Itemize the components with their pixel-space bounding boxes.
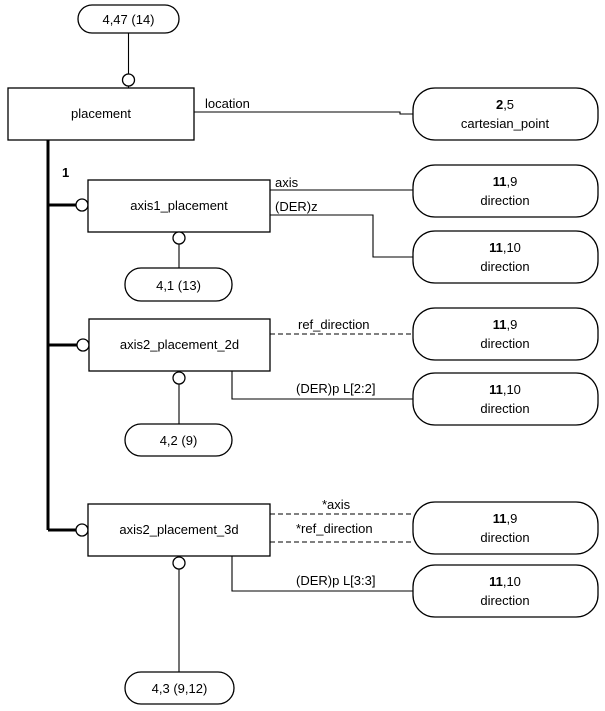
axis2-3d-der-p-target-num-rest: ,10 bbox=[503, 574, 521, 589]
axis2-2d-ref-direction-target-type: direction bbox=[480, 336, 529, 351]
placement-entity-name: placement bbox=[71, 106, 131, 121]
axis2-3d-subtype-circle bbox=[75, 523, 89, 537]
axis2-2d-ref-circle bbox=[172, 371, 186, 385]
axis1-placement-entity-name: axis1_placement bbox=[130, 198, 228, 213]
axis2-3d-direction-target-num-bold: 11 bbox=[493, 511, 507, 526]
axis2-3d-der-p-target-number: 11,10 bbox=[489, 574, 521, 589]
axis2-2d-subtype-circle bbox=[76, 338, 90, 352]
top-page-ref: 4,47 (14) bbox=[77, 4, 180, 34]
axis2-3d-der-p-target-box bbox=[412, 564, 599, 618]
axis2-3d-der-p-line bbox=[231, 556, 413, 592]
axis2-3d-axis-label: *axis bbox=[322, 497, 351, 512]
axis1-subtype-circle bbox=[75, 198, 89, 212]
cartesian-point-ref-number: 2,5 bbox=[496, 97, 514, 112]
location-label: location bbox=[205, 96, 250, 111]
axis2-3d-der-p-target-num-bold: 11 bbox=[489, 574, 503, 589]
axis1-placement-entity-box bbox=[87, 179, 271, 233]
axis2-2d-der-p-line bbox=[231, 371, 413, 400]
axis2-2d-page-ref-label: 4,2 (9) bbox=[160, 433, 198, 448]
axis1-axis-label: axis bbox=[275, 175, 299, 190]
axis1-page-ref-box bbox=[124, 267, 233, 302]
axis1-der-z-label: (DER)z bbox=[275, 199, 318, 214]
axis2-3d-page-ref-box bbox=[124, 671, 235, 705]
axis2-2d-ref-direction-target-number: 11,9 bbox=[493, 317, 518, 332]
axis2-3d-direction-target-type: direction bbox=[480, 530, 529, 545]
location-line bbox=[194, 111, 413, 115]
axis2-3d-page-ref-label: 4,3 (9,12) bbox=[152, 681, 208, 696]
axis1-der-z-target-number: 11,10 bbox=[489, 240, 521, 255]
axis2-3d-direction-target-box bbox=[412, 501, 599, 555]
axis1-der-z-target-num-rest: ,10 bbox=[503, 240, 521, 255]
axis1-axis-target-num-rest: ,9 bbox=[506, 174, 517, 189]
axis2-3d-direction-target-number: 11,9 bbox=[493, 511, 518, 526]
axis1-der-z-line bbox=[270, 214, 413, 258]
axis1-axis-target-number: 11,9 bbox=[493, 174, 518, 189]
axis2-2d-page-ref-box bbox=[124, 423, 233, 457]
axis2-2d-der-p-target-num-rest: ,10 bbox=[503, 382, 521, 397]
axis2-2d-ref-direction-target-num-rest: ,9 bbox=[506, 317, 517, 332]
axis2-2d-ref-direction-target-box bbox=[412, 307, 599, 361]
axis2-2d-der-p-target-box bbox=[412, 372, 599, 426]
axis1-axis-target-num-bold: 11 bbox=[493, 174, 507, 189]
axis1-page-ref-label: 4,1 (13) bbox=[156, 278, 201, 293]
cartesian-point-ref-num-rest: ,5 bbox=[503, 97, 514, 112]
axis2-3d-der-p-label: (DER)p L[3:3] bbox=[296, 573, 375, 588]
axis2-2d-der-p-label: (DER)p L[2:2] bbox=[296, 381, 375, 396]
placement-entity-box bbox=[7, 87, 195, 141]
axis2-2d-der-p-target-num-bold: 11 bbox=[489, 382, 503, 397]
subtype-count-label: 1 bbox=[62, 165, 69, 180]
axis2-2d-entity-box bbox=[88, 318, 271, 372]
axis1-axis-target-box bbox=[412, 164, 599, 218]
axis1-ref-circle bbox=[172, 231, 186, 245]
axis1-der-z-target-num-bold: 11 bbox=[489, 240, 503, 255]
axis1-der-z-target-type: direction bbox=[480, 259, 529, 274]
axis2-2d-der-p-target-type: direction bbox=[480, 401, 529, 416]
axis2-3d-ref-circle bbox=[172, 556, 186, 570]
axis2-2d-entity-name: axis2_placement_2d bbox=[120, 337, 239, 352]
axis2-3d-direction-target-num-rest: ,9 bbox=[506, 511, 517, 526]
axis2-2d-der-p-target-number: 11,10 bbox=[489, 382, 521, 397]
axis2-3d-entity-box bbox=[87, 503, 271, 557]
axis2-2d-ref-direction-label: ref_direction bbox=[298, 317, 370, 332]
axis2-3d-entity-name: axis2_placement_3d bbox=[119, 522, 238, 537]
axis2-2d-ref-direction-target-num-bold: 11 bbox=[493, 317, 507, 332]
cartesian-point-ref-num-bold: 2 bbox=[496, 97, 503, 112]
axis1-der-z-target-box bbox=[412, 230, 599, 284]
axis1-axis-target-type: direction bbox=[480, 193, 529, 208]
top-ref-circle bbox=[121, 73, 136, 87]
axis2-3d-der-p-target-type: direction bbox=[480, 593, 529, 608]
top-page-ref-label: 4,47 (14) bbox=[102, 12, 154, 27]
axis2-3d-ref-direction-label: *ref_direction bbox=[296, 521, 373, 536]
cartesian-point-ref-box bbox=[412, 87, 599, 141]
cartesian-point-ref-type: cartesian_point bbox=[461, 116, 550, 131]
